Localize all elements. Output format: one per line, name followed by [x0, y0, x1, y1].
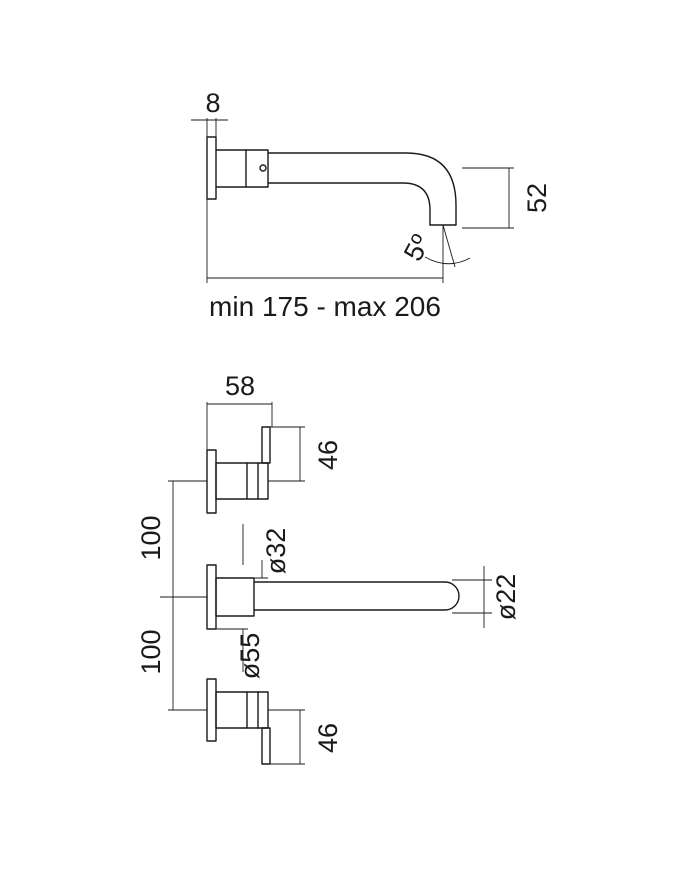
spout-assembly: [206, 564, 460, 630]
dim-bottom-handle-height: 46: [313, 723, 343, 753]
dim-spout-height: 52: [522, 183, 552, 213]
dim-spacing-lower: 100: [136, 629, 166, 674]
side-spout-bottom: [267, 182, 431, 226]
angle-arc: [424, 256, 471, 265]
dim-projection-range: min 175 - max 206: [209, 291, 441, 322]
bottom-lever: [261, 727, 271, 765]
side-wall-flange: [206, 136, 217, 200]
dim-rosette-diameter: ø55: [235, 633, 265, 680]
dim-angle: 5º: [398, 230, 436, 266]
top-handle: [206, 426, 271, 514]
dim-body-diameter: ø32: [261, 528, 291, 575]
dim-top-handle-height: 46: [313, 440, 343, 470]
bottom-handle-body: [215, 691, 269, 729]
dim-spout-diameter: ø22: [491, 574, 521, 621]
dim-flange-thickness: 8: [205, 88, 220, 118]
bottom-rosette: [206, 678, 217, 742]
bottom-handle: [206, 678, 271, 765]
dim-spacing-upper: 100: [136, 515, 166, 560]
spout-arm: [253, 581, 460, 611]
dim-handle-depth: 58: [225, 371, 255, 401]
front-view: 58 46 100 100 ø32 ø55 ø22 46: [136, 371, 521, 765]
top-handle-body: [215, 462, 269, 500]
top-rosette: [206, 449, 217, 514]
top-lever: [261, 426, 271, 464]
side-view: 8 52 5º min 175 - max 206: [191, 88, 552, 322]
side-set-screw: [259, 164, 267, 172]
side-spout-top: [267, 152, 457, 226]
spout-rosette: [206, 564, 217, 630]
angle-ray: [442, 224, 456, 268]
side-body: [215, 149, 269, 188]
spout-body: [215, 577, 255, 617]
